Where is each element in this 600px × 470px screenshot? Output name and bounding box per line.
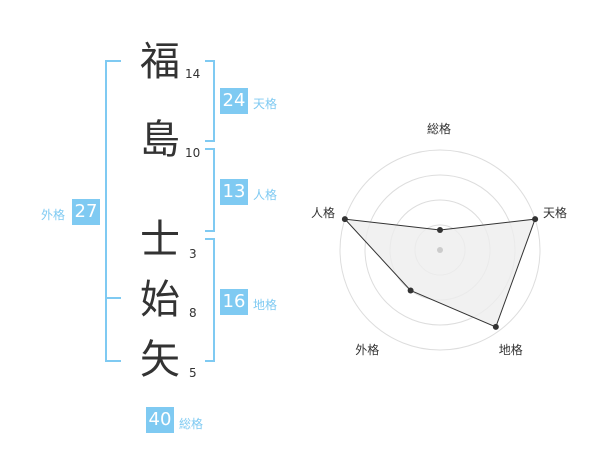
chikaku-value: 16	[220, 289, 248, 315]
tenkaku-label: 天格	[253, 97, 278, 111]
radar-point	[532, 216, 539, 223]
jinkaku-bracket	[205, 148, 215, 232]
name-char-4: 始	[140, 277, 180, 323]
name-char-3: 士	[140, 217, 180, 263]
gaikaku-bracket-tick	[107, 297, 121, 299]
radar-grid-ring	[339, 149, 541, 351]
soukaku-label: 総格	[179, 417, 204, 431]
jinkaku-label: 人格	[253, 188, 278, 202]
chikaku-label: 地格	[253, 298, 278, 312]
stroke-count-2: 10	[185, 146, 201, 160]
radar-axis-label: 外格	[355, 342, 380, 357]
gaikaku-bracket	[105, 60, 121, 362]
tenkaku-value: 24	[220, 88, 248, 114]
stroke-count-3: 3	[189, 247, 197, 261]
gaikaku-value: 27	[72, 199, 100, 225]
jinkaku-value: 13	[220, 179, 248, 205]
radar-center-dot	[437, 247, 443, 253]
stroke-count-4: 8	[189, 306, 197, 320]
chikaku-bracket	[205, 238, 215, 362]
radar-chart	[339, 149, 541, 351]
radar-point	[341, 216, 348, 223]
radar-points	[341, 216, 539, 330]
radar-point	[407, 287, 414, 294]
radar-axis-label: 地格	[498, 342, 523, 357]
stroke-count-1: 14	[185, 67, 201, 81]
name-char-5: 矢	[140, 337, 180, 383]
radar-area	[343, 218, 536, 328]
soukaku-value: 40	[146, 407, 174, 433]
tenkaku-bracket	[205, 60, 215, 142]
name-char-2: 島	[140, 117, 180, 163]
radar-point	[492, 323, 499, 330]
stroke-count-5: 5	[189, 366, 197, 380]
radar-axis-label: 総格	[427, 122, 452, 136]
radar-axis-label: 天格	[543, 206, 568, 221]
radar-point	[437, 227, 443, 233]
gaikaku-label: 外格	[41, 208, 66, 222]
radar-axis-label: 人格	[310, 206, 335, 221]
name-char-1: 福	[140, 39, 180, 85]
